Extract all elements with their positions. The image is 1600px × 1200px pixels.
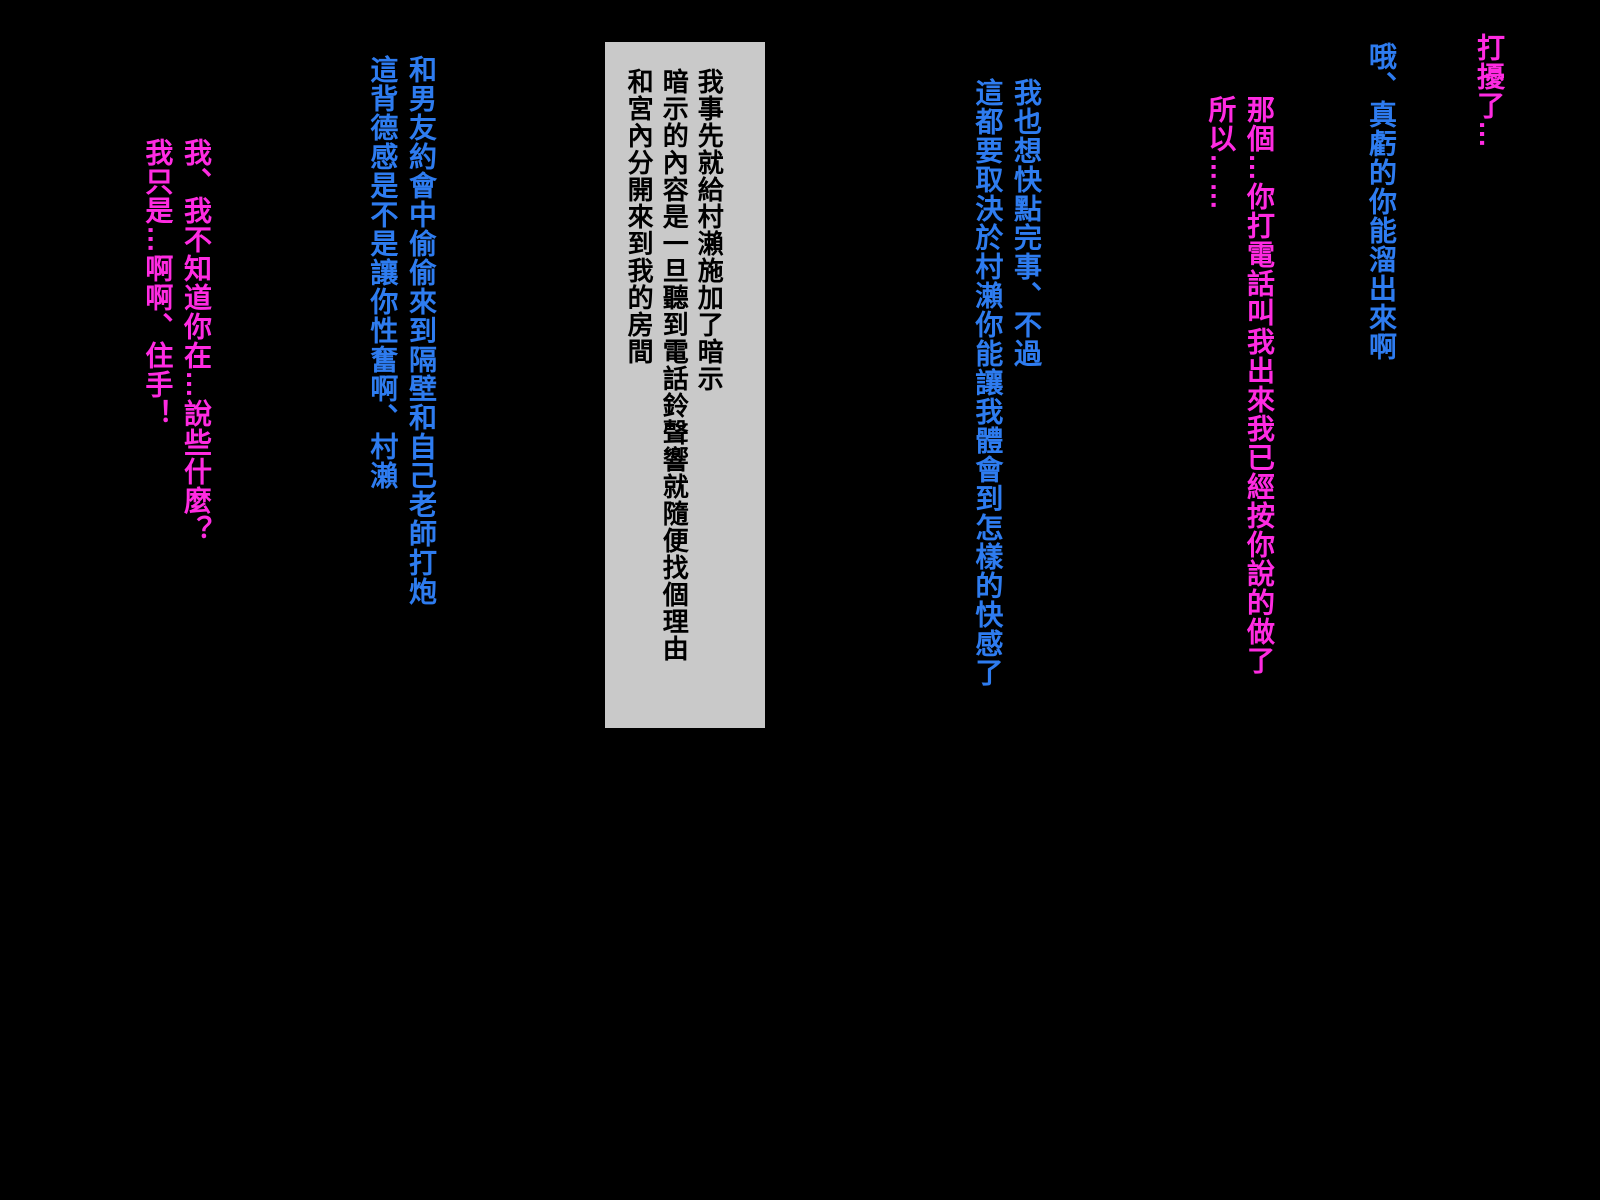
dialogue-blue-1: 哦、真虧的你能溜出來啊 [1366, 42, 1397, 361]
narration-box: 我事先就給村瀨施加了暗示 暗示的內容是一旦聽到電話鈴聲響就隨便找個理由 和宮內分… [605, 42, 765, 728]
dialogue-pink-2: 那個…你打電話叫我出來我已經按你說的做了 所以…… [1205, 95, 1275, 675]
dialogue-blue-2: 我也想快點完事、不過 這都要取決於村瀨你能讓我體會到怎樣的快感了 [972, 78, 1042, 687]
dialogue-pink-3: 我、我不知道你在…說些什麼？ 我只是…啊啊、住手！ [142, 138, 212, 544]
dialogue-pink-1: 打擾了… [1474, 33, 1505, 149]
dialogue-blue-3: 和男友約會中偷偷來到隔壁和自己老師打炮 這背德感是不是讓你性奮啊、村瀨 [367, 55, 437, 606]
narration-text: 我事先就給村瀨施加了暗示 暗示的內容是一旦聽到電話鈴聲響就隨便找個理由 和宮內分… [624, 68, 725, 662]
